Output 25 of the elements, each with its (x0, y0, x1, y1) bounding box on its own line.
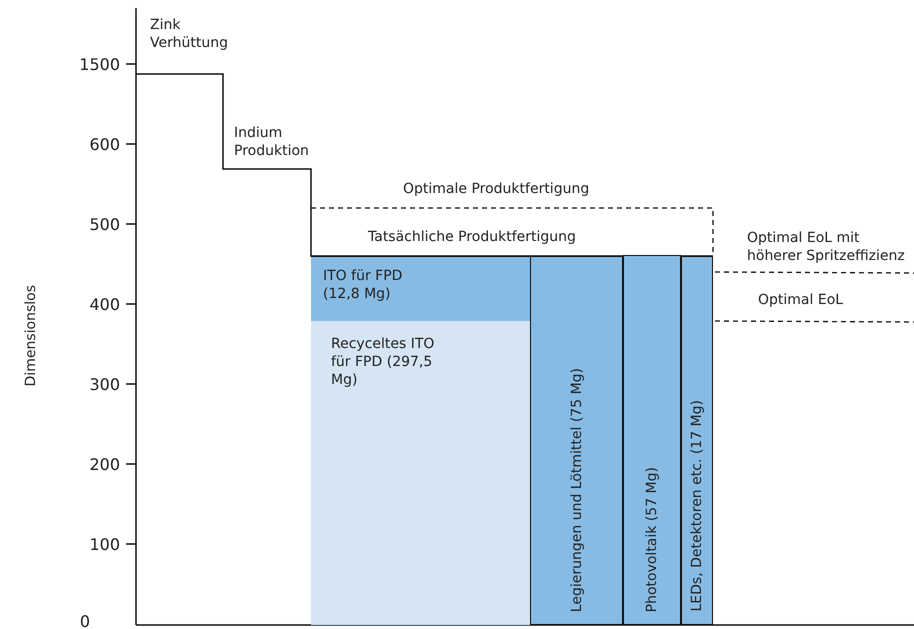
step-label: Indium Produktion (234, 124, 310, 160)
step-label: Tatsächliche Produktfertigung (368, 228, 576, 246)
axis-tick-label: 100 (88, 535, 120, 556)
step-label: Zink Verhüttung (150, 16, 229, 52)
axis-tick-label: 600 (88, 135, 120, 156)
bar-label: Legierungen und Lötmittel (75 Mg) (568, 368, 586, 612)
axis-tick-label: 200 (88, 455, 120, 476)
bar-label: Recyceltes ITO für FPD (297,5 Mg) (331, 335, 436, 390)
bar (530, 256, 623, 625)
axis-tick-label: 0 (78, 612, 90, 629)
bar-label: Photovoltaik (57 Mg) (643, 466, 661, 612)
axis-title: Dimensionslos (22, 285, 40, 386)
axis-tick-label: 300 (88, 375, 120, 396)
bar-label: LEDs, Detektoren etc. (17 Mg) (688, 400, 706, 612)
bar (681, 256, 713, 625)
dashed-line-label: Optimal EoL mit höherer Spritzeffizienz (747, 229, 906, 266)
axis-tick-label: 500 (88, 215, 120, 236)
stacked-bar-segment (311, 321, 530, 625)
dashed-line-label: Optimal EoL (758, 291, 844, 310)
axis-tick-label: 1500 (78, 55, 120, 76)
stacked-bar-segment (311, 256, 530, 321)
dashed-line-label: Optimale Produktfertigung (403, 180, 590, 198)
bar (623, 255, 681, 625)
axis-tick-label: 400 (88, 295, 120, 316)
bar-label: ITO für FPD (12,8 Mg) (323, 267, 404, 304)
